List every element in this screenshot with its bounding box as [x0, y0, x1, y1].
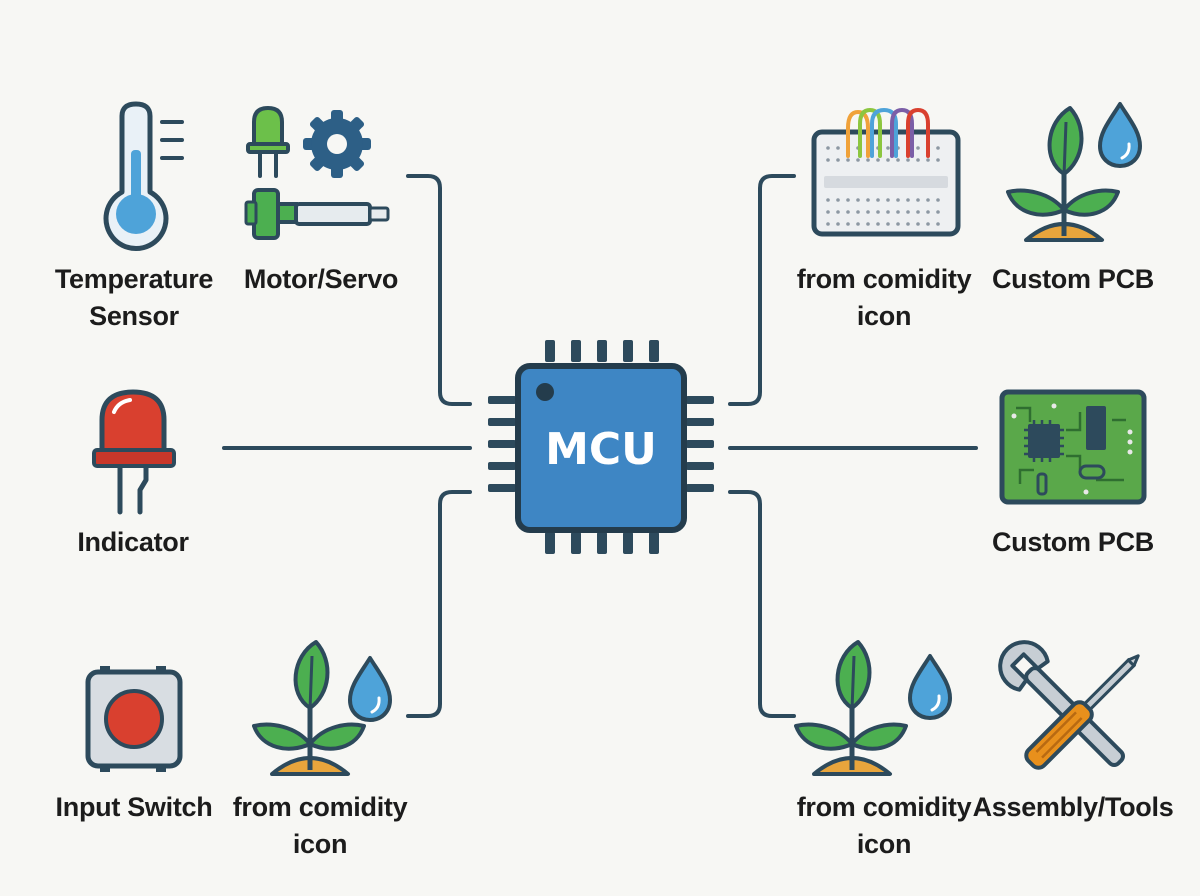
label-line: from comidity [796, 264, 972, 294]
label-line: Assembly/Tools [972, 792, 1174, 822]
label-line: icon [292, 829, 348, 859]
plant-water-icon [796, 642, 952, 774]
label-plant-top-right: Custom PCB [963, 261, 1183, 298]
label-line: Sensor [89, 301, 179, 331]
connector-motor [406, 174, 472, 406]
label-input-switch: Input Switch [24, 789, 244, 826]
label-indicator: Indicator [23, 524, 243, 561]
label-plant-bottom-right: from comidity icon [774, 789, 994, 863]
connector-plant-bottom-left [406, 490, 472, 718]
jumper-wires [846, 107, 930, 158]
wrench-icon [998, 640, 1126, 768]
label-temperature-sensor: Temperature Sensor [24, 261, 244, 335]
mcu-chip: MCU [488, 340, 714, 554]
screwdriver-icon [1024, 654, 1140, 770]
led-icon [92, 389, 176, 515]
connector-breadboard [728, 174, 796, 406]
connector-plant-bottom-right [728, 490, 796, 718]
motor-servo-icon [244, 106, 390, 240]
servo-motor-icon [244, 188, 390, 240]
label-motor-servo: Motor/Servo [211, 261, 431, 298]
circuit-board-icon [999, 389, 1147, 505]
plant-water-icon [1008, 102, 1142, 240]
label-line: Indicator [77, 527, 189, 557]
wrench-screwdriver-icon [998, 640, 1140, 770]
connector-lines [222, 174, 978, 718]
label-line: Custom PCB [991, 527, 1154, 557]
label-assembly-tools: Assembly/Tools [963, 789, 1183, 826]
label-breadboard: from comidity icon [774, 261, 994, 335]
plant-water-icon [254, 642, 392, 774]
label-plant-bottom-left: from comidity icon [210, 789, 430, 863]
label-line: Temperature [54, 264, 214, 294]
mcu-label: MCU [545, 424, 657, 475]
label-line: Custom PCB [991, 264, 1154, 294]
label-line: Motor/Servo [243, 264, 399, 294]
gear-icon [303, 110, 371, 178]
breadboard-icon [811, 107, 961, 237]
pin1-marker [536, 383, 554, 401]
label-line: from comidity [232, 792, 408, 822]
green-led-icon [246, 106, 290, 178]
thermometer-icon [103, 101, 184, 251]
label-custom-pcb: Custom PCB [963, 524, 1183, 561]
label-line: icon [856, 829, 912, 859]
label-line: from comidity [796, 792, 972, 822]
label-line: Input Switch [55, 792, 213, 822]
push-button-icon [85, 666, 183, 772]
label-line: icon [856, 301, 912, 331]
